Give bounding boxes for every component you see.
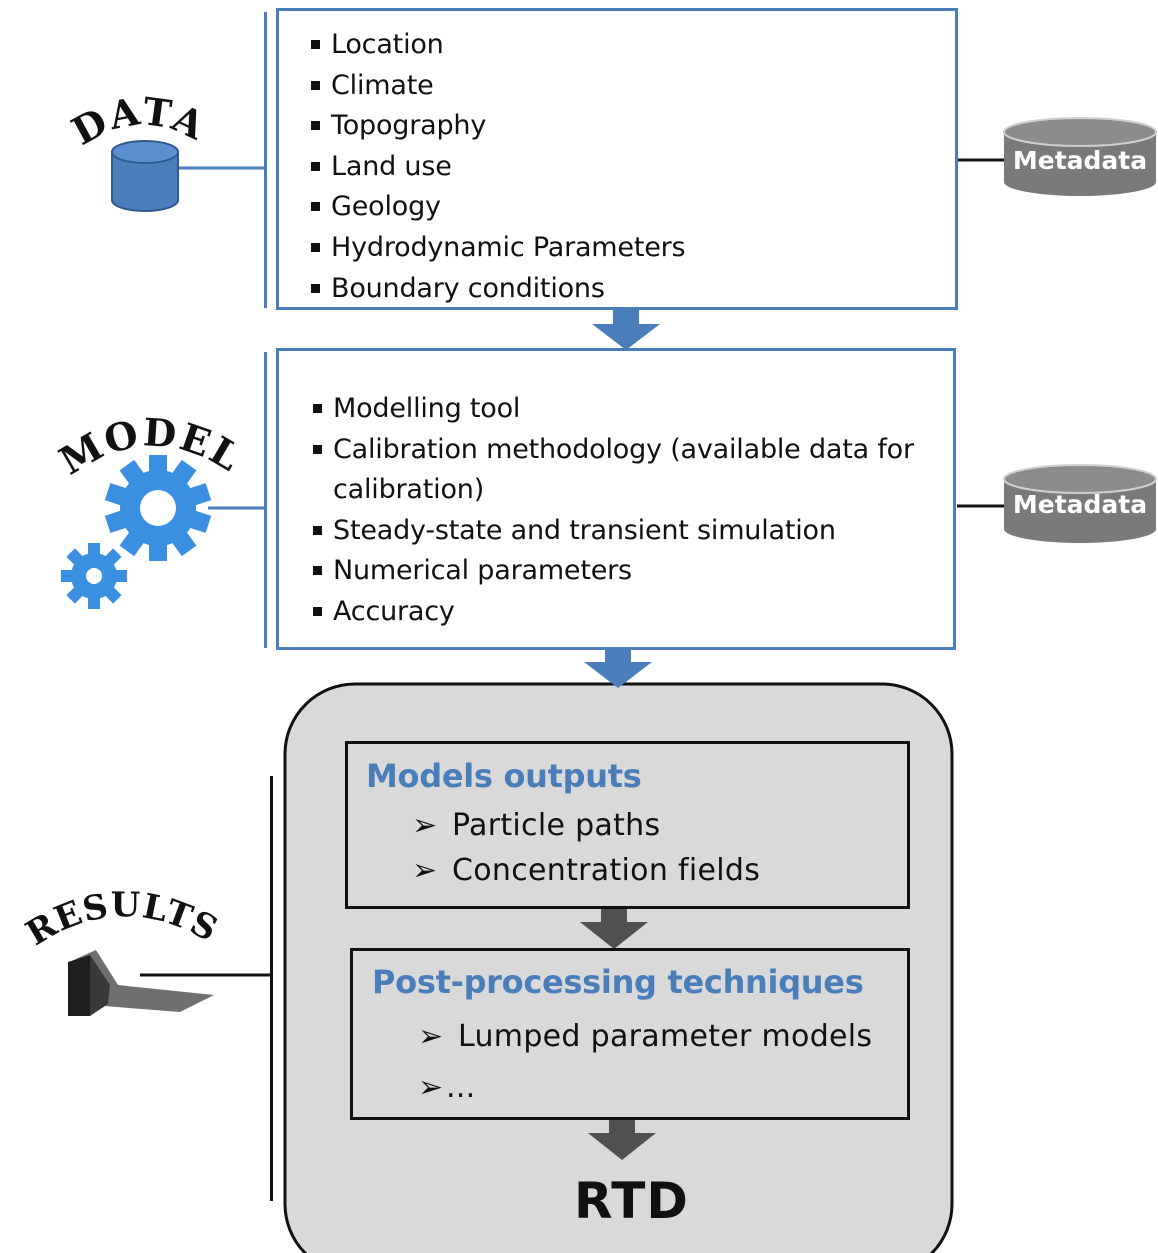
data-item: Hydrodynamic Parameters: [309, 228, 686, 269]
data-bracket: [264, 12, 267, 308]
metadata-label: Metadata: [1012, 146, 1148, 175]
models-output-item-label: Concentration fields: [452, 853, 761, 888]
model-item: Numerical parameters: [311, 551, 914, 592]
model-bracket: [264, 352, 267, 648]
metadata-cylinder-2: Metadata: [1002, 463, 1158, 545]
data-item: Location: [309, 25, 685, 66]
database-icon: [111, 140, 179, 212]
data-item: Climate: [309, 66, 685, 107]
data-box: Location Climate Topography Land use Geo…: [276, 8, 958, 310]
models-output-item: ➢ Concentration fields: [412, 853, 760, 888]
model-box: Modelling tool Calibration methodology (…: [276, 348, 956, 650]
gear-large-icon: [104, 455, 212, 561]
post-processing-title: Post-processing techniques: [372, 963, 864, 1001]
chevron-right-icon: ➢: [412, 853, 438, 888]
gear-small-icon: [61, 543, 127, 609]
arrow-post-to-rtd: [588, 1120, 656, 1160]
data-item: Boundary conditions: [309, 269, 685, 310]
post-processing-item-label: ...: [446, 1070, 476, 1105]
rtd-label: RTD: [574, 1172, 689, 1230]
models-outputs-title: Models outputs: [366, 757, 642, 795]
models-output-item: ➢ Particle paths: [412, 808, 660, 843]
results-label: RESULTS: [19, 885, 225, 954]
post-processing-item-label: Lumped parameter models: [458, 1019, 873, 1054]
model-item: Calibration methodology (available data …: [311, 430, 914, 471]
results-stand-icon: [68, 950, 214, 1016]
cylinder-shape: [1003, 117, 1157, 196]
arrow-data-to-model: [592, 310, 660, 350]
data-item: Land use: [309, 147, 685, 188]
post-processing-box: [350, 948, 910, 1120]
metadata-cylinder-1: Metadata: [1002, 116, 1158, 198]
post-processing-item: ➢...: [418, 1070, 476, 1105]
models-output-item-label: Particle paths: [452, 808, 661, 843]
arrow-outputs-to-post: [580, 908, 648, 949]
chevron-right-icon: ➢: [412, 808, 438, 843]
model-item-continuation: calibration): [333, 474, 485, 506]
data-item-list: Location Climate Topography Land use Geo…: [309, 25, 686, 310]
data-item: Geology: [309, 187, 685, 228]
arrow-model-to-results: [584, 648, 652, 688]
models-outputs-box: [345, 741, 910, 909]
metadata-label: Metadata: [1012, 490, 1148, 519]
cylinder-shape: [1003, 464, 1157, 543]
data-item: Topography: [309, 106, 685, 147]
post-processing-item: ➢ Lumped parameter models: [418, 1019, 872, 1054]
model-item: Accuracy: [311, 592, 914, 633]
model-item: Modelling tool: [311, 389, 914, 430]
results-bracket: [270, 776, 273, 1201]
chevron-right-icon: ➢: [418, 1019, 444, 1054]
model-item: Steady-state and transient simulation: [311, 511, 914, 552]
model-item-list: Modelling tool Calibration methodology (…: [311, 389, 914, 633]
chevron-right-icon: ➢: [418, 1070, 444, 1105]
